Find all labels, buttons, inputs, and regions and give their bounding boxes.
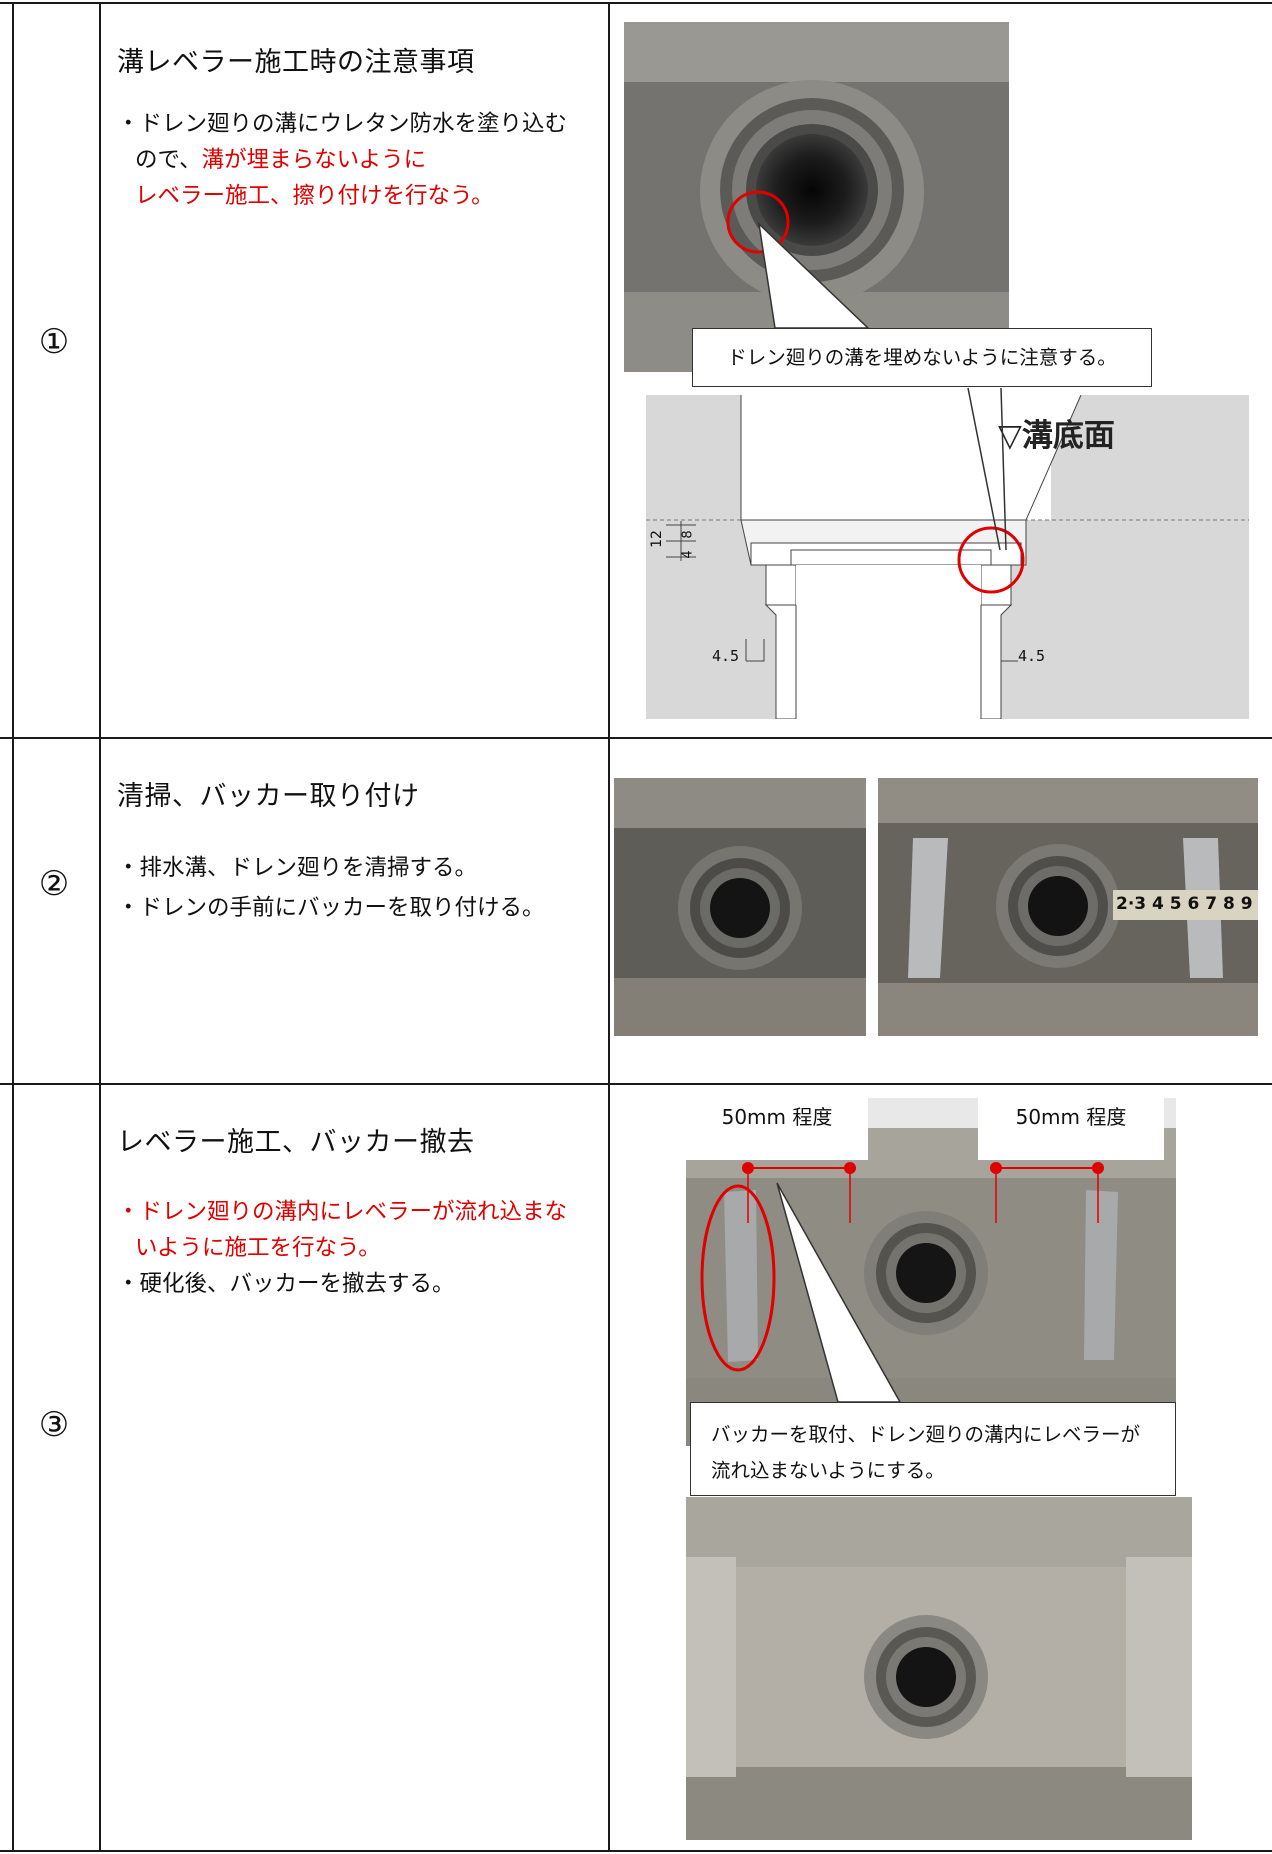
- bullet-text: ・ドレン廻りの溝にウレタン防水を塗り込む: [117, 111, 568, 137]
- dimension-12: 12: [648, 530, 665, 548]
- row-number-1: ①: [38, 322, 70, 362]
- column-divider-number: [99, 2, 101, 1852]
- bullet-text-red-line: レベラー施工、擦り付けを行なう。: [135, 183, 494, 209]
- row-title-1: 溝レベラー施工時の注意事項: [117, 47, 475, 78]
- column-divider-image: [608, 2, 610, 1852]
- drain-photo-1: [624, 22, 1009, 372]
- trench-bottom-label: ▽溝底面: [998, 418, 1115, 454]
- dimension-4: 4: [680, 550, 696, 559]
- drain-cross-section-diagram: ▽溝底面 12 4 8 4.5 4.5: [646, 395, 1249, 719]
- callout-box-3: バッカーを取付、ドレン廻りの溝内にレベラーが 流れ込まないようにする。: [690, 1402, 1176, 1496]
- spacing-label-left: 50mm 程度: [686, 1098, 868, 1160]
- drain-photo-3-bottom: [686, 1497, 1192, 1840]
- row-title-2: 清掃、バッカー取り付け: [117, 781, 420, 812]
- callout-box-1: ドレン廻りの溝を埋めないように注意する。: [692, 328, 1152, 387]
- row-bullets-3: ・ドレン廻りの溝内にレベラーが流れ込まな いように施工を行なう。 ・硬化後、バッ…: [117, 1194, 607, 1302]
- bullet-text: ・硬化後、バッカーを撤去する。: [117, 1271, 455, 1297]
- drain-photo-2-left: [614, 778, 866, 1036]
- row-divider-2: [0, 1083, 1272, 1085]
- row-number-2: ②: [38, 864, 70, 904]
- drain-photo-2-right: 2·3 4 5 6 7 8 9: [878, 778, 1258, 1036]
- row-bullets-1: ・ドレン廻りの溝にウレタン防水を塗り込む ので、溝が埋まらないように レベラー施…: [117, 106, 607, 214]
- table-border-bottom: [0, 1850, 1272, 1852]
- bullet-text-red-cont: いように施工を行なう。: [135, 1235, 381, 1261]
- bullet-text-red: ・ドレン廻りの溝内にレベラーが流れ込まな: [117, 1199, 568, 1225]
- bullet-text: ・ドレンの手前にバッカーを取り付ける。: [117, 895, 545, 921]
- row-number-3: ③: [38, 1405, 70, 1445]
- bullet-text: ・排水溝、ドレン廻りを清掃する。: [117, 855, 478, 881]
- callout-line-2: 流れ込まないようにする。: [711, 1459, 945, 1482]
- row-divider-1: [0, 737, 1272, 739]
- table-border-top: [0, 2, 1272, 4]
- table-border-left: [12, 2, 14, 1852]
- row-title-3: レベラー施工、バッカー撤去: [117, 1127, 475, 1158]
- tape-measure-label: 2·3 4 5 6 7 8 9: [1116, 894, 1253, 914]
- row-bullets-2: ・排水溝、ドレン廻りを清掃する。 ・ドレンの手前にバッカーを取り付ける。: [117, 848, 607, 928]
- callout-line-1: バッカーを取付、ドレン廻りの溝内にレベラーが: [711, 1423, 1141, 1446]
- bullet-text-red: 溝が埋まらないように: [201, 147, 427, 173]
- dimension-8: 8: [680, 530, 696, 539]
- spacing-label-right: 50mm 程度: [978, 1098, 1164, 1160]
- dimension-left-4-5: 4.5: [712, 647, 740, 665]
- bullet-text-black: ので、: [135, 147, 202, 173]
- dimension-right-4-5: 4.5: [1018, 647, 1046, 665]
